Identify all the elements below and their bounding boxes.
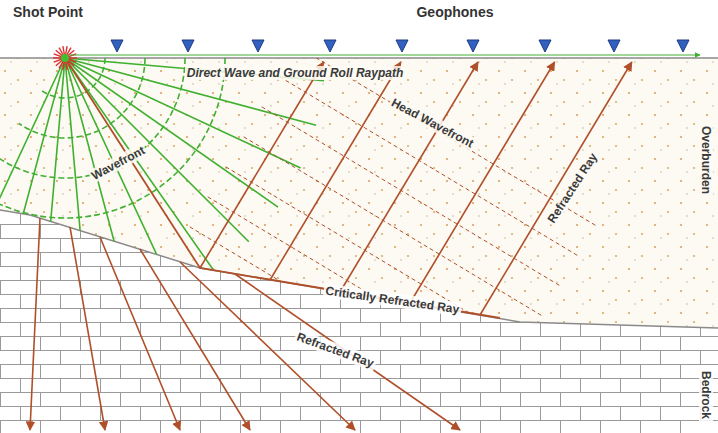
geophone-symbol [111, 40, 123, 52]
geophone-symbol [182, 40, 194, 52]
wavefront-arc [42, 58, 105, 98]
head-wavefront-dash [244, 137, 544, 317]
bedrock-rays [30, 218, 460, 430]
green-ray [65, 58, 88, 317]
interface-line [0, 210, 718, 328]
direct-wave-label: Direct Wave and Ground Roll Raypath [185, 66, 405, 80]
shot-dot [61, 54, 69, 62]
geophones-label: Geophones [414, 5, 495, 19]
geophone-symbol [467, 40, 479, 52]
critical-ray [65, 58, 500, 318]
head-wavefront-dash [280, 77, 580, 257]
layer-label: Bedrock [699, 369, 713, 421]
head-wave-ray [480, 62, 632, 315]
green-ray [0, 58, 65, 294]
head-wave-ray [270, 62, 401, 280]
geophone-symbol [324, 40, 336, 52]
geophone-symbol [539, 40, 551, 52]
shot-point-symbol [53, 46, 77, 70]
green-ray [0, 58, 65, 309]
green-ray [65, 58, 175, 294]
head-wavefront-dash [226, 167, 526, 347]
bedrock-layer [0, 210, 718, 433]
wavefront-arc [19, 58, 145, 138]
geophone-symbol [677, 40, 689, 52]
wavefront-arc [0, 58, 185, 178]
geophone-symbol [396, 40, 408, 52]
shot-point-label: Shot Point [11, 5, 85, 19]
geophone-symbol [608, 40, 620, 52]
head-wave-ray [410, 62, 555, 303]
head-wavefront-dash [190, 227, 490, 407]
green-ray [65, 58, 249, 242]
layer-label: Overburden [699, 124, 713, 196]
direct-wave-ray [70, 55, 700, 56]
head-wavefront-dash [262, 107, 562, 287]
ground-surface [0, 57, 718, 59]
green-ray [65, 58, 278, 207]
green-ray [65, 58, 214, 271]
head-wave-ray [340, 62, 478, 292]
geophone-symbol [252, 40, 264, 52]
green-ray [65, 58, 132, 309]
wavefront-arc [0, 58, 225, 218]
head-wave-ray [200, 62, 324, 268]
